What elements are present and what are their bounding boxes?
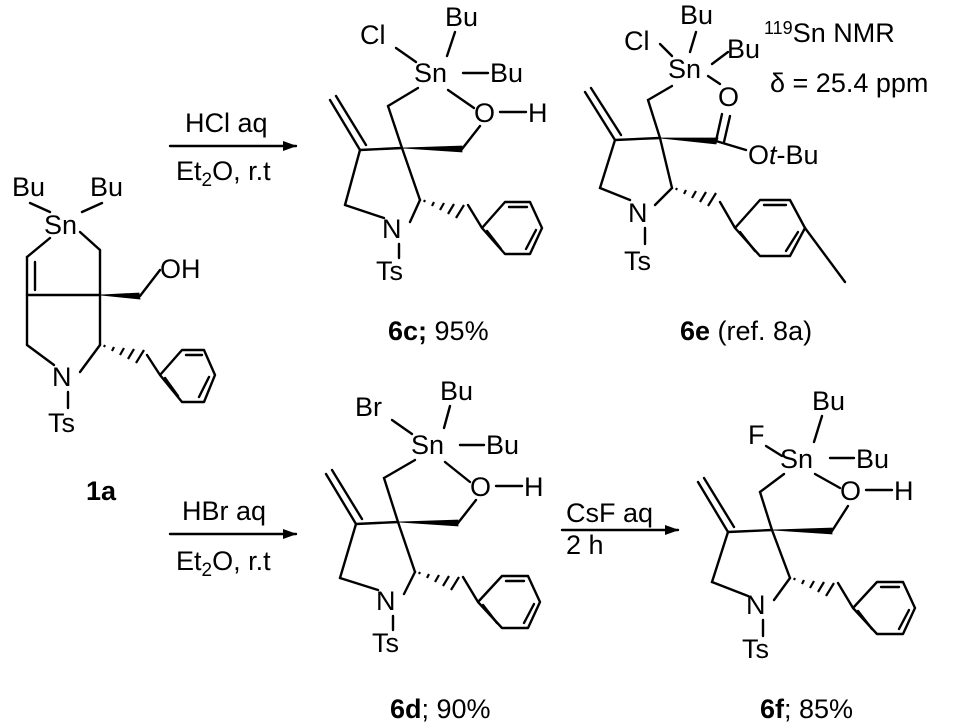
compound-6e-bonds [583, 30, 847, 284]
condition-label: Et2O, r.t [176, 546, 271, 581]
reaction-arrow-2: HBr aq Et2O, r.t [168, 496, 298, 581]
nmr-label: 119Sn NMR [764, 18, 895, 48]
tin-atom-label: Sn [411, 430, 444, 460]
butyl-label: Bu [440, 376, 473, 406]
chlorine-atom-label: Cl [360, 20, 386, 50]
nitrogen-atom-label: N [52, 362, 72, 392]
compound-6c-hashed-bond [423, 199, 465, 219]
compound-6c-bonds [328, 30, 544, 260]
hydrogen-atom-label: H [528, 98, 548, 128]
tin-atom-label: Sn [414, 58, 447, 88]
butyl-label: Bu [486, 430, 519, 460]
compound-label-6c: 6c; 95% [388, 316, 489, 346]
hydrogen-atom-label: H [894, 476, 914, 506]
compound-1a: Bu Bu Sn OH N Ts 1a [12, 172, 217, 506]
nitrogen-atom-label: N [376, 586, 396, 616]
butyl-label: Bu [445, 2, 478, 32]
nmr-shift-label: δ = 25.4 ppm [770, 68, 928, 98]
reagent-label: HCl aq [185, 108, 268, 138]
chlorine-atom-label: Cl [624, 26, 650, 56]
butyl-label: Bu [12, 172, 45, 202]
oxygen-atom-label: O [474, 98, 495, 128]
bromine-atom-label: Br [355, 392, 382, 422]
compound-6f: F Bu Sn Bu O H N Ts 6f; 85% [696, 386, 917, 724]
butyl-label: Bu [90, 172, 123, 202]
butyl-label: Bu [812, 386, 845, 416]
butyl-label: Bu [490, 58, 523, 88]
fluorine-atom-label: F [748, 420, 765, 450]
tosyl-label: Ts [624, 246, 651, 276]
compound-6d: Br Bu Sn Bu O H N Ts 6d; 90% [324, 376, 544, 724]
compound-label-1a: 1a [86, 476, 117, 506]
condition-label: 2 h [566, 530, 604, 560]
tosyl-label: Ts [742, 634, 769, 664]
reagent-label: HBr aq [182, 496, 266, 526]
tin-atom-label: Sn [780, 444, 813, 474]
compound-6d-bonds [324, 404, 542, 632]
oxygen-atom-label: O [840, 476, 861, 506]
hydroxyl-label: OH [160, 254, 201, 284]
nitrogen-atom-label: N [382, 214, 402, 244]
tosyl-label: Ts [48, 408, 75, 438]
butyl-label: Bu [680, 0, 713, 30]
oxygen-atom-label: O [470, 472, 491, 502]
compound-6d-hashed-bond [418, 571, 460, 591]
butyl-label: Bu [856, 444, 889, 474]
condition-label: Et2O, r.t [176, 156, 271, 191]
compound-6f-bonds [696, 414, 917, 638]
compound-label-6e: 6e (ref. 8a) [680, 316, 812, 346]
compound-label-6f: 6f; 85% [760, 694, 853, 724]
reagent-label: CsF aq [566, 498, 653, 528]
compound-6c: Cl Bu Sn Bu O H N Ts 6c; 95% [328, 2, 548, 346]
tin-atom-label: Sn [668, 54, 701, 84]
compound-6e: Cl Bu Sn Bu O Ot-Bu N Ts 6e (ref. 8a) 11… [583, 0, 928, 346]
nitrogen-atom-label: N [746, 590, 766, 620]
compound-1a-bonds [25, 201, 217, 410]
compound-6e-hashed-bond [675, 187, 717, 207]
hydrogen-atom-label: H [524, 472, 544, 502]
ester-oxygen-label: Ot-Bu [748, 140, 819, 170]
reaction-arrow-3: CsF aq 2 h [560, 498, 680, 560]
tin-atom-label: Sn [44, 210, 77, 240]
nitrogen-atom-label: N [628, 198, 648, 228]
butyl-label: Bu [727, 34, 760, 64]
compound-label-6d: 6d; 90% [390, 694, 491, 724]
tosyl-label: Ts [372, 628, 399, 658]
compound-1a-hashed-bond [103, 344, 145, 364]
carbonyl-oxygen-label: O [718, 82, 739, 112]
compound-6f-hashed-bond [793, 577, 835, 597]
tosyl-label: Ts [376, 256, 403, 286]
reaction-arrow-1: HCl aq Et2O, r.t [168, 108, 298, 191]
